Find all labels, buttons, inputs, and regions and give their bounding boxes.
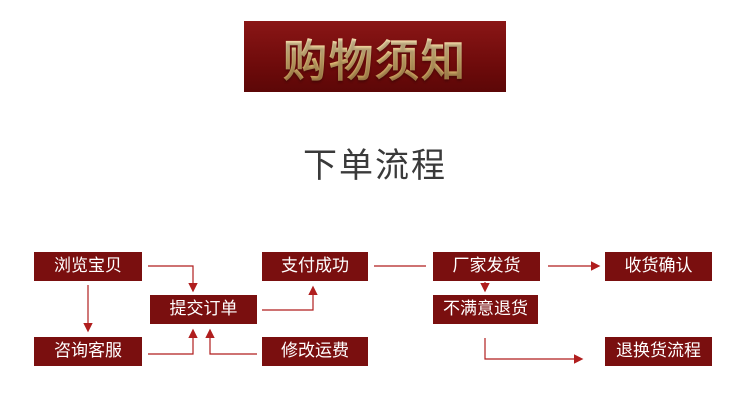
step-submit-order: 提交订单	[150, 295, 257, 324]
arrow-submit-to-pay	[262, 285, 318, 311]
arrow-browse-to-submit	[148, 265, 198, 293]
step-consult-service: 咨询客服	[34, 337, 142, 366]
arrow-unsatisfied-to-return	[484, 338, 584, 364]
step-confirm-receipt: 收货确认	[605, 252, 712, 281]
banner-title: 购物须知	[283, 25, 467, 89]
arrow-consult-to-submit	[148, 328, 198, 355]
step-return-exchange: 退换货流程	[605, 337, 712, 366]
step-browse: 浏览宝贝	[34, 252, 142, 281]
step-payment-success: 支付成功	[262, 252, 368, 281]
arrow-modify-to-submit	[205, 328, 257, 355]
step-unsatisfied-return: 不满意退货	[433, 295, 538, 324]
step-factory-ship: 厂家发货	[433, 252, 540, 281]
step-modify-shipping: 修改运费	[262, 337, 368, 366]
section-subtitle: 下单流程	[303, 146, 447, 186]
title-banner: 购物须知	[244, 21, 506, 92]
